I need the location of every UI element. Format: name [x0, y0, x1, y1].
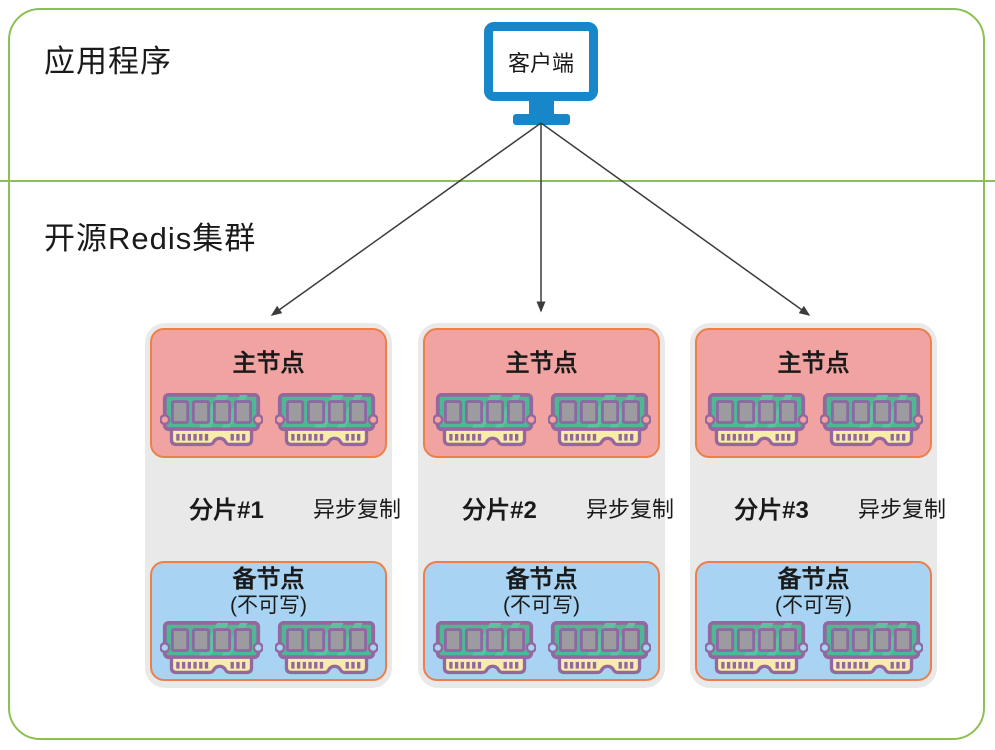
master-node: 主节点 — [423, 328, 660, 458]
replica-node: 备节点 (不可写) — [423, 561, 660, 681]
replication-label: 异步复制 — [858, 497, 947, 522]
memory-row — [425, 392, 658, 453]
section-label-cluster: 开源Redis集群 — [44, 221, 257, 256]
replica-node: 备节点 (不可写) — [150, 561, 387, 681]
master-title: 主节点 — [505, 350, 578, 377]
shard-name: 分片#1 — [189, 497, 264, 524]
replica-title: 备节点 — [505, 566, 578, 593]
replica-subtitle: (不可写) — [503, 594, 580, 617]
master-title: 主节点 — [232, 350, 305, 377]
shard-3: 主节点 分片#3 异步复制 备节点 (不可写) — [690, 323, 946, 688]
replica-title: 备节点 — [232, 566, 305, 593]
shard-2: 主节点 分片#2 异步复制 备节点 (不可写) — [418, 323, 674, 688]
replication-label: 异步复制 — [313, 497, 402, 522]
master-node: 主节点 — [695, 328, 932, 458]
memory-row — [697, 392, 930, 453]
section-divider — [0, 180, 995, 182]
replica-node: 备节点 (不可写) — [695, 561, 932, 681]
ram-chip-icon — [705, 392, 808, 453]
ram-chip-icon — [820, 620, 923, 681]
monitor-icon: 客户端 — [484, 22, 598, 101]
ram-chip-icon — [275, 620, 378, 681]
client-label: 客户端 — [507, 50, 574, 76]
replica-title: 备节点 — [777, 566, 850, 593]
ram-chip-icon — [548, 392, 651, 453]
master-node: 主节点 — [150, 328, 387, 458]
client-node: 客户端 — [484, 22, 598, 125]
ram-chip-icon — [705, 620, 808, 681]
ram-chip-icon — [433, 620, 536, 681]
replication-label: 异步复制 — [586, 497, 675, 522]
memory-row — [425, 620, 658, 681]
memory-row — [152, 620, 385, 681]
memory-row — [697, 620, 930, 681]
replica-subtitle: (不可写) — [775, 594, 852, 617]
ram-chip-icon — [433, 392, 536, 453]
shard-1: 主节点 分片#1 异步复制 备节点 (不可写) — [145, 323, 401, 688]
shard-name: 分片#3 — [734, 497, 809, 524]
memory-row — [152, 392, 385, 453]
ram-chip-icon — [275, 392, 378, 453]
outer-frame — [8, 8, 985, 740]
ram-chip-icon — [160, 392, 263, 453]
replica-subtitle: (不可写) — [230, 594, 307, 617]
section-label-application: 应用程序 — [44, 44, 172, 79]
master-title: 主节点 — [777, 350, 850, 377]
ram-chip-icon — [548, 620, 651, 681]
monitor-base — [512, 114, 570, 125]
shard-name: 分片#2 — [462, 497, 537, 524]
monitor-neck — [528, 101, 554, 114]
ram-chip-icon — [820, 392, 923, 453]
ram-chip-icon — [160, 620, 263, 681]
